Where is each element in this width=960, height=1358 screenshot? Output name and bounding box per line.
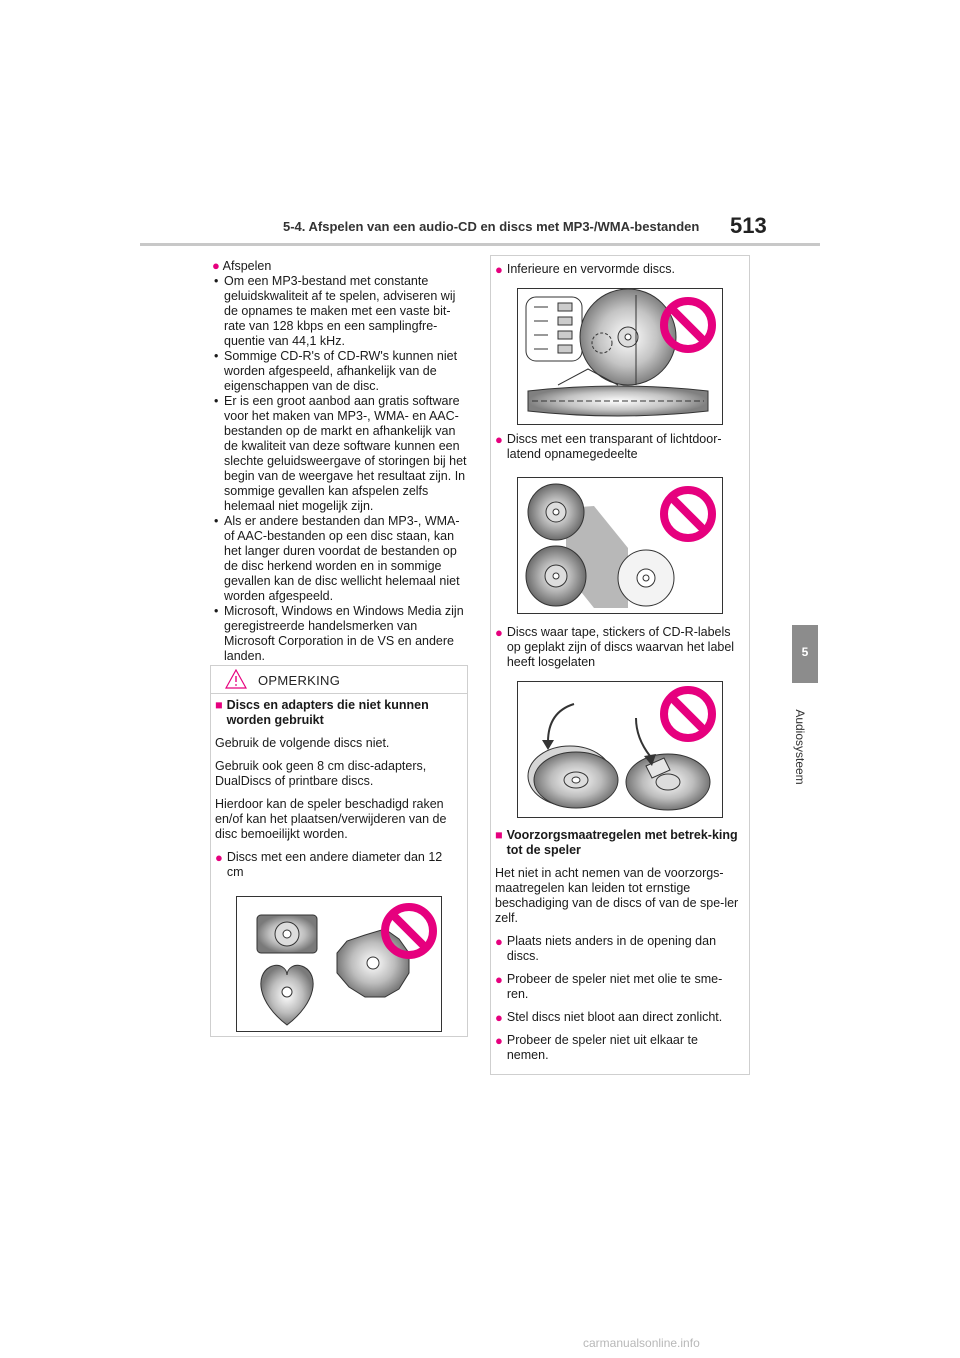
square-disc-icon — [256, 914, 318, 954]
bullet-dot-icon: ● — [215, 850, 223, 865]
note-paragraph: Gebruik de volgende discs niet. — [215, 736, 390, 750]
warning-triangle-icon — [225, 669, 247, 689]
note-box — [210, 665, 468, 1037]
bullet-dot-icon: ● — [495, 934, 503, 949]
bullet-inferior-discs: ● Inferieure en vervormde discs. — [495, 262, 675, 277]
chapter-tab-number: 5 — [801, 645, 809, 659]
bullet-dot-icon: ● — [212, 258, 220, 273]
left-column: ● Afspelen Om een MP3-bestand met consta… — [212, 258, 470, 664]
list-item: Microsoft, Windows en Windows Media zijn… — [212, 604, 470, 664]
note-header-divider — [210, 693, 468, 694]
section-title: 5-4. Afspelen van een audio-CD en discs … — [283, 219, 700, 234]
bullet-dot-icon: ● — [495, 625, 503, 640]
header-rule — [140, 243, 820, 246]
illustration-inferior-discs — [517, 288, 723, 425]
list-item: ● Plaats niets anders in de opening dan … — [495, 934, 717, 963]
chapter-tab — [792, 625, 818, 683]
bullet-sticker-discs: ● Discs waar tape, stickers of CD-R-labe… — [495, 625, 735, 669]
bullet-dot-icon: ● — [495, 972, 503, 987]
heart-disc-icon — [260, 964, 314, 1026]
prohibition-icon — [660, 297, 716, 353]
note-content: ■ Discs en adapters die niet kunnen word… — [215, 698, 461, 888]
player-precautions-heading: ■ Voorzorgsmaatregelen met betrek-king t… — [495, 828, 738, 857]
list-item: Als er andere bestanden dan MP3-, WMA- o… — [212, 514, 470, 604]
note-title: OPMERKING — [258, 673, 341, 688]
afspelen-heading: ● Afspelen — [212, 258, 272, 273]
right-lower-content: ■ Voorzorgsmaatregelen met betrek-king t… — [495, 828, 743, 1071]
list-item: ● Probeer de speler niet met olie te sme… — [495, 972, 723, 1001]
note-section-heading: ■ Discs en adapters die niet kunnen word… — [215, 698, 429, 727]
watermark: carmanualsonline.info — [583, 1336, 700, 1350]
precautions-intro: Het niet in acht nemen van de voorzorgs-… — [495, 866, 739, 925]
note-bullet-diameter: ● Discs met een andere diameter dan 12 c… — [215, 850, 443, 879]
list-item: ● Stel discs niet bloot aan direct zonli… — [495, 1010, 723, 1025]
right-column-box — [490, 255, 750, 1075]
prohibition-icon — [381, 903, 437, 959]
list-item: Sommige CD-R's of CD-RW's kunnen niet wo… — [212, 349, 470, 394]
prohibition-icon — [660, 686, 716, 742]
chapter-tab-label: Audiosysteem — [793, 709, 807, 785]
bullet-dot-icon: ● — [495, 1010, 503, 1025]
square-bullet-icon: ■ — [495, 828, 503, 842]
illustration-wrong-diameter-discs — [236, 896, 442, 1032]
prohibition-icon — [660, 486, 716, 542]
list-item: Er is een groot aanbod aan gratis softwa… — [212, 394, 470, 514]
bullet-dot-icon: ● — [495, 1033, 503, 1048]
bullet-dot-icon: ● — [495, 432, 503, 447]
irregular-disc-icon — [336, 928, 410, 998]
square-bullet-icon: ■ — [215, 698, 223, 712]
note-paragraph: Hierdoor kan de speler beschadigd raken … — [215, 797, 447, 841]
bullet-dot-icon: ● — [495, 262, 503, 277]
note-paragraph: Gebruik ook geen 8 cm disc-adapters, Dua… — [215, 759, 427, 788]
illustration-transparent-discs — [517, 477, 723, 614]
list-item: Om een MP3-bestand met constante geluids… — [212, 274, 470, 349]
illustration-sticker-discs — [517, 681, 723, 818]
bullet-transparent-discs: ● Discs met een transparant of lichtdoor… — [495, 432, 722, 461]
list-item: ● Probeer de speler niet uit elkaar te n… — [495, 1033, 698, 1062]
page-number: 513 — [730, 213, 767, 238]
